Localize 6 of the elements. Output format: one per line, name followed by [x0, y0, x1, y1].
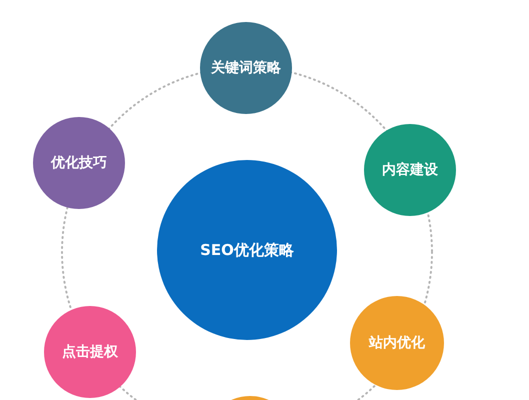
topic-label: 点击提权: [62, 343, 118, 361]
topic-label: 关键词策略: [211, 59, 281, 77]
topic-label: 优化技巧: [51, 154, 107, 172]
topic-label: SEO优化策略: [200, 240, 294, 260]
topic-label: 站内优化: [369, 334, 425, 352]
topic-label: 内容建设: [382, 161, 438, 179]
